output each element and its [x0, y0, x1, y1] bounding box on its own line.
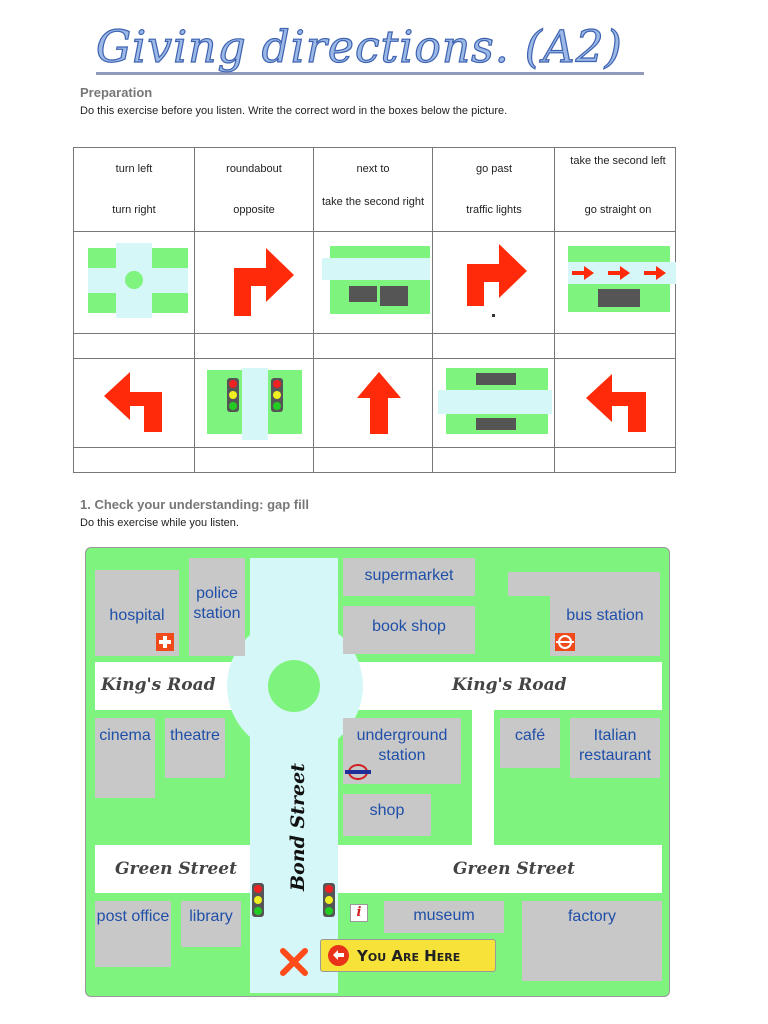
cafe: café [500, 718, 560, 768]
cinema-label: cinema [99, 727, 151, 744]
underground-roundel-icon [345, 764, 371, 780]
factory-label: factory [567, 908, 616, 925]
word-traffic-lights: traffic lights [466, 204, 522, 216]
factory: factory [522, 901, 662, 981]
supermarket-label: supermarket [364, 567, 454, 584]
post-office: post office [95, 901, 171, 967]
book-shop: book shop [343, 606, 475, 654]
kings-road-label-right: King's Road [452, 675, 567, 695]
you-are-here-label: You Are Here [320, 939, 496, 972]
vocabulary-table: turn left roundabout next to go past tak… [73, 147, 676, 473]
word-opposite: opposite [233, 204, 275, 216]
town-map: King's Road King's Road Green Street Gre… [85, 547, 670, 997]
shop-label: shop [369, 802, 405, 819]
side-street [472, 710, 494, 845]
green-street-label-left: Green Street [115, 859, 237, 879]
museum-label: museum [413, 907, 475, 924]
word-roundabout: roundabout [226, 163, 282, 175]
gap-fill-heading: 1. Check your understanding: gap fill [80, 497, 309, 512]
you-are-here-text: You Are Here [357, 947, 461, 965]
traffic-light-right-icon [323, 883, 335, 917]
italian-restaurant-label: Italian restaurant [578, 727, 652, 764]
kings-road [95, 662, 662, 710]
word-turn-right: turn right [112, 204, 156, 216]
cafe-label: café [514, 727, 546, 744]
kings-road-label-left: King's Road [101, 675, 216, 695]
green-street [95, 845, 662, 893]
opposite-road-icon [438, 368, 552, 434]
roundabout-centre [268, 660, 320, 712]
traffic-light-left-icon [252, 883, 264, 917]
left-turn-arrow-icon [104, 372, 162, 432]
arrow-sign-icon [328, 945, 349, 966]
gap-fill-instruction: Do this exercise while you listen. [80, 517, 239, 529]
traffic-lights-icon [207, 368, 302, 440]
right-turn-arrow-icon [234, 248, 294, 316]
book-shop-label: book shop [372, 618, 446, 635]
roundabout-icon [88, 243, 188, 318]
museum: museum [384, 901, 504, 933]
left-turn-arrow-icon [586, 374, 646, 432]
word-turn-left: turn left [115, 163, 153, 175]
worksheet-title: Giving directions. (A2) [95, 21, 623, 73]
bond-street-label: Bond Street [286, 763, 309, 891]
preparation-instruction: Do this exercise before you listen. Writ… [80, 105, 508, 117]
underground-station-label: underground station [356, 727, 448, 764]
supermarket: supermarket [343, 558, 475, 596]
opposite-buildings-icon [322, 246, 430, 316]
current-location-cross-icon [280, 948, 308, 976]
straight-arrow-icon [357, 372, 401, 434]
cinema: cinema [95, 718, 155, 798]
preparation-heading: Preparation [80, 85, 153, 100]
library: library [181, 901, 241, 947]
word-go-straight-on: go straight on [584, 204, 652, 216]
post-office-label: post office [96, 908, 170, 925]
hospital-cross-icon [156, 633, 174, 651]
word-take-second-right: take the second right [321, 196, 425, 208]
title-underline [96, 72, 644, 75]
go-past-arrows-icon [568, 246, 676, 314]
theatre-label: theatre [170, 727, 220, 744]
word-go-past: go past [475, 163, 513, 175]
library-label: library [189, 908, 233, 925]
police-station-label: police station [193, 585, 241, 622]
police-station: police station [189, 558, 245, 656]
green-street-label-right: Green Street [453, 859, 575, 879]
information-icon: i [350, 904, 368, 922]
hospital-label: hospital [109, 607, 165, 624]
bus-station-label: bus station [566, 607, 644, 624]
bus-station-icon [555, 633, 575, 651]
word-take-second-left: take the second left [570, 155, 666, 167]
right-turn-arrow-icon [467, 244, 527, 306]
stray-dot [492, 314, 495, 317]
shop: shop [343, 794, 431, 836]
underground-station: underground station [343, 718, 461, 784]
theatre: theatre [165, 718, 225, 778]
word-next-to: next to [356, 163, 390, 175]
italian-restaurant: Italian restaurant [570, 718, 660, 778]
